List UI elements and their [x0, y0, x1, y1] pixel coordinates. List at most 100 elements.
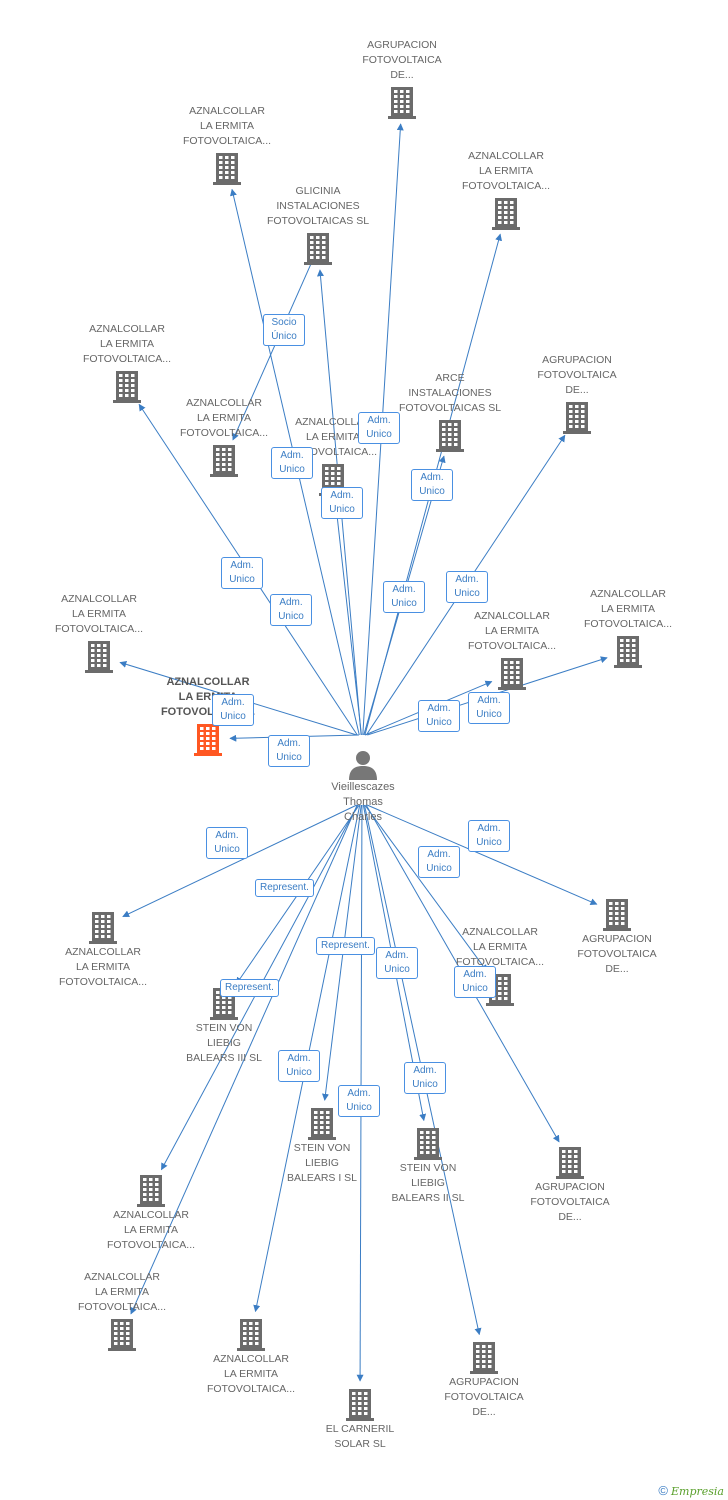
relation-label[interactable]: Represent.: [316, 937, 375, 955]
building-icon: [237, 1319, 265, 1351]
relation-label[interactable]: Adm. Unico: [338, 1085, 380, 1117]
company-name-line: LA ERMITA: [94, 1286, 150, 1298]
company-name-line: GLICINIA: [295, 185, 341, 197]
company-name-line: FOTOVOLTAICA...: [54, 623, 144, 635]
relation-label[interactable]: Adm. Unico: [468, 692, 510, 724]
relation-label[interactable]: Represent.: [255, 879, 314, 897]
relation-edge: [332, 500, 362, 736]
company-name-line: AZNALCOLLAR: [113, 1209, 189, 1221]
relation-label[interactable]: Represent.: [220, 979, 279, 997]
relation-label[interactable]: Adm. Unico: [454, 966, 496, 998]
company-name-line: FOTOVOLTAICA...: [455, 956, 545, 968]
company-name-line: FOTOVOLTAICA...: [461, 180, 551, 192]
building-icon: [556, 1147, 584, 1179]
relation-label[interactable]: Adm. Unico: [404, 1062, 446, 1094]
relation-label[interactable]: Adm. Unico: [278, 1050, 320, 1082]
company-name-line: LA ERMITA: [199, 120, 255, 132]
building-icon: [563, 402, 591, 434]
building-icon: [614, 636, 642, 668]
relation-label[interactable]: Adm. Unico: [446, 571, 488, 603]
company-name-line: FOTOVOLTAICA: [537, 369, 617, 381]
person-name-line: Thomas: [343, 796, 383, 808]
relation-label[interactable]: Adm. Unico: [206, 827, 248, 859]
person-icon: [349, 751, 377, 780]
relation-label[interactable]: Adm. Unico: [270, 594, 312, 626]
company-name-line: FOTOVOLTAICA...: [58, 976, 148, 988]
company-name-line: AGRUPACION: [367, 39, 437, 51]
company-name-line: AZNALCOLLAR: [213, 1353, 289, 1365]
company-name-line: FOTOVOLTAICA...: [467, 640, 557, 652]
building-icon: [498, 658, 526, 690]
relation-label[interactable]: Adm. Unico: [376, 947, 418, 979]
building-icon: [210, 445, 238, 477]
building-icon: [414, 1128, 442, 1160]
relation-label[interactable]: Adm. Unico: [358, 412, 400, 444]
building-icon: [194, 724, 222, 756]
company-name-line: DE...: [605, 963, 629, 975]
company-name-line: FOTOVOLTAICA...: [106, 1239, 196, 1251]
relation-edge: [366, 804, 598, 905]
company-name-line: AZNALCOLLAR: [468, 150, 544, 162]
building-icon: [108, 1319, 136, 1351]
company-name-line: AZNALCOLLAR: [84, 1271, 160, 1283]
building-icon: [308, 1108, 336, 1140]
company-name-line: ARCE: [435, 372, 465, 384]
person-node[interactable]: Vieillescazes Thomas Charles: [308, 748, 418, 825]
relation-label[interactable]: Adm. Unico: [418, 700, 460, 732]
relation-label[interactable]: Adm. Unico: [383, 581, 425, 613]
relation-label[interactable]: Socio Único: [263, 314, 305, 346]
building-icon: [113, 371, 141, 403]
company-name-line: DE...: [472, 1406, 496, 1418]
company-node[interactable]: AZNALCOLLAR LA ERMITA FOTOVOLTAICA...: [152, 104, 302, 186]
relation-edge: [130, 804, 358, 1315]
relation-label[interactable]: Adm. Unico: [418, 846, 460, 878]
company-name-line: FOTOVOLTAICA...: [160, 706, 256, 718]
company-name-line: LA ERMITA: [478, 165, 534, 177]
company-name-line: FOTOVOLTAICAS SL: [398, 402, 502, 414]
relation-label[interactable]: Adm. Unico: [221, 557, 263, 589]
relation-label[interactable]: Adm. Unico: [268, 735, 310, 767]
company-name-line: AZNALCOLLAR: [189, 105, 265, 117]
building-icon: [436, 420, 464, 452]
company-name-line: AZNALCOLLAR: [61, 593, 137, 605]
company-node[interactable]: AZNALCOLLAR LA ERMITA FOTOVOLTAICA...: [431, 149, 581, 231]
footer-brand[interactable]: ©Empresia: [658, 1483, 724, 1498]
copyright-icon: ©: [658, 1483, 668, 1498]
relation-label[interactable]: Adm. Unico: [411, 469, 453, 501]
company-name-line: LA ERMITA: [75, 961, 131, 973]
person-name-line: Charles: [344, 811, 382, 823]
company-name-line: AZNALCOLLAR: [295, 416, 371, 428]
relation-label[interactable]: Adm. Unico: [321, 487, 363, 519]
company-name-line: FOTOVOLTAICA...: [82, 353, 172, 365]
relation-label[interactable]: Adm. Unico: [468, 820, 510, 852]
company-name-line: FOTOVOLTAICA...: [182, 135, 272, 147]
company-name-line: BALEARS II SL: [391, 1192, 465, 1204]
company-name-line: LA ERMITA: [472, 941, 528, 953]
relation-label[interactable]: Adm. Unico: [271, 447, 313, 479]
relation-edge: [122, 804, 358, 917]
relation-label[interactable]: Adm. Unico: [212, 694, 254, 726]
company-name-line: LA ERMITA: [178, 691, 238, 703]
